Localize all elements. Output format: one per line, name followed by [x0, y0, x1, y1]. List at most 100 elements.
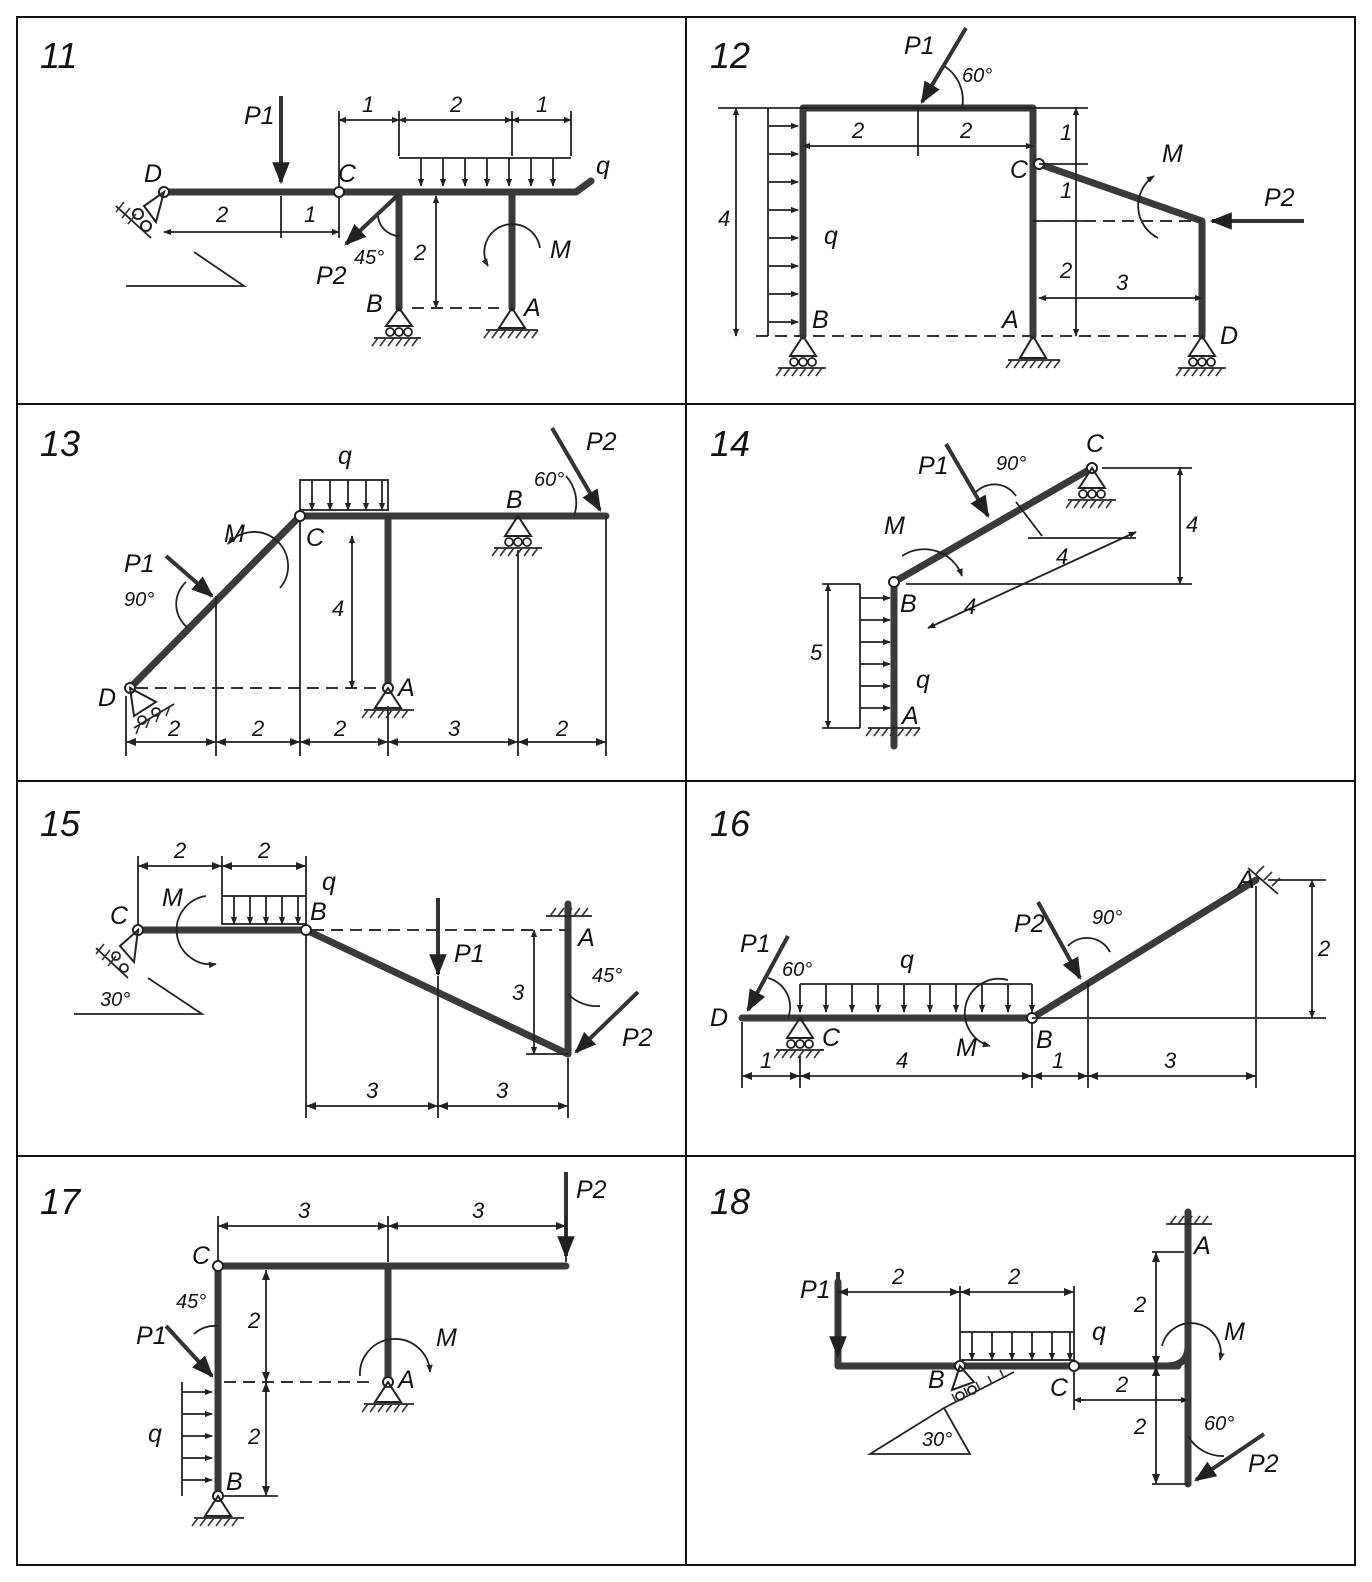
label-b: B	[310, 898, 327, 926]
label-p1: P1	[800, 1276, 831, 1304]
label-b: B	[226, 1468, 243, 1496]
moment-m	[227, 531, 289, 589]
label-q: q	[148, 1420, 162, 1448]
problem-15: 15 30° q M	[40, 803, 653, 1118]
support-a-fixed	[1166, 1215, 1212, 1225]
dim-top-2b: 2	[257, 838, 270, 863]
beam-horizontal	[834, 1278, 1182, 1370]
dim-top-2b: 2	[1007, 1264, 1020, 1289]
force-p1	[920, 26, 968, 104]
angle-60: 60°	[962, 65, 992, 87]
label-c: C	[1010, 156, 1029, 184]
beam-horizontal	[160, 177, 595, 196]
dim-top-2a: 2	[173, 838, 186, 863]
label-p1: P1	[124, 550, 155, 578]
label-a: A	[396, 674, 415, 702]
distributed-load-q	[959, 1331, 1075, 1361]
dim-top-right-2: 2	[959, 118, 972, 143]
dim-vertical-5: 5	[810, 640, 823, 665]
problem-11: 11	[40, 35, 610, 347]
support-c	[95, 924, 144, 979]
angle-30: 30°	[922, 1429, 952, 1451]
dim-vertical-2b: 2	[247, 1424, 260, 1449]
label-p1: P1	[740, 930, 771, 958]
distributed-load-q	[299, 479, 389, 511]
dim-bottom-2a: 2	[167, 716, 180, 741]
label-c: C	[1086, 430, 1105, 458]
label-m: M	[224, 520, 245, 548]
label-b: B	[812, 306, 829, 334]
angle-45: 45°	[354, 247, 384, 269]
label-b: B	[506, 486, 523, 514]
support-d	[1175, 334, 1226, 377]
problem-17: 17 q P1 45°	[40, 1172, 607, 1527]
dim-left-4: 4	[718, 206, 730, 231]
label-a: A	[1236, 866, 1255, 894]
force-p2	[550, 426, 602, 512]
dim-right-1a: 1	[1060, 120, 1072, 145]
label-q: q	[322, 868, 336, 896]
label-c: C	[110, 902, 129, 930]
label-m: M	[1224, 1318, 1245, 1346]
label-c: C	[822, 1024, 841, 1052]
support-b	[371, 306, 421, 347]
dim-horizontal-2: 2	[1115, 1372, 1128, 1397]
label-b: B	[1036, 1026, 1053, 1054]
angle-60: 60°	[1204, 1413, 1234, 1435]
distributed-load-q	[796, 983, 1036, 1013]
moment-m	[481, 223, 541, 267]
label-p1: P1	[904, 32, 935, 60]
dim-bottom-3a: 3	[366, 1078, 379, 1103]
label-m: M	[436, 1324, 457, 1352]
dim-bottom-2: 2	[215, 202, 228, 227]
dim-bottom-2c: 2	[333, 716, 346, 741]
label-p2: P2	[1264, 184, 1295, 212]
problem-18: 18 30° q P1	[710, 1181, 1279, 1488]
problem-13: 13	[40, 423, 617, 756]
problem-number: 16	[710, 803, 751, 844]
dim-inclined-4b: 4	[964, 594, 976, 619]
label-m: M	[1162, 140, 1183, 168]
label-c: C	[306, 524, 325, 552]
hinge-c	[1068, 1360, 1080, 1372]
support-a	[361, 1376, 414, 1413]
moment-m	[963, 977, 1009, 1048]
hinge-b	[300, 924, 312, 936]
label-b: B	[928, 1366, 945, 1394]
label-m: M	[550, 236, 571, 264]
dim-vertical-2: 2	[413, 240, 426, 265]
dim-inclined-4a: 4	[1056, 544, 1068, 569]
support-b	[775, 334, 826, 377]
problem-number: 13	[40, 423, 80, 464]
label-d: D	[144, 160, 162, 188]
problem-number: 12	[710, 35, 750, 76]
support-a	[483, 306, 539, 339]
label-q: q	[1092, 1318, 1106, 1346]
label-q: q	[824, 222, 838, 250]
dim-right-1b: 1	[1060, 178, 1072, 203]
distributed-load-q	[859, 584, 891, 728]
label-p2: P2	[622, 1024, 653, 1052]
label-p1: P1	[454, 940, 485, 968]
angle-90: 90°	[124, 589, 154, 611]
inclined-bar-ba	[1028, 876, 1260, 1022]
angle-45: 45°	[176, 1291, 206, 1313]
dim-top-1: 1	[362, 92, 374, 117]
dim-bottom-2d: 2	[555, 716, 568, 741]
moment-m	[175, 895, 217, 969]
label-p1: P1	[244, 102, 275, 130]
force-p2	[574, 990, 640, 1054]
dim-bottom-4: 4	[896, 1048, 908, 1073]
problem-number: 17	[40, 1181, 82, 1222]
dim-vertical-4: 4	[332, 596, 344, 621]
problem-number: 15	[40, 803, 81, 844]
moment-m	[359, 1338, 433, 1377]
label-c: C	[338, 160, 357, 188]
label-m: M	[884, 512, 905, 540]
force-p2	[344, 192, 401, 246]
label-m: M	[162, 884, 183, 912]
hinge-c	[294, 510, 306, 522]
support-a-fixed	[1247, 865, 1281, 895]
force-p1	[746, 935, 790, 1012]
dim-bottom-1a: 1	[760, 1048, 772, 1073]
